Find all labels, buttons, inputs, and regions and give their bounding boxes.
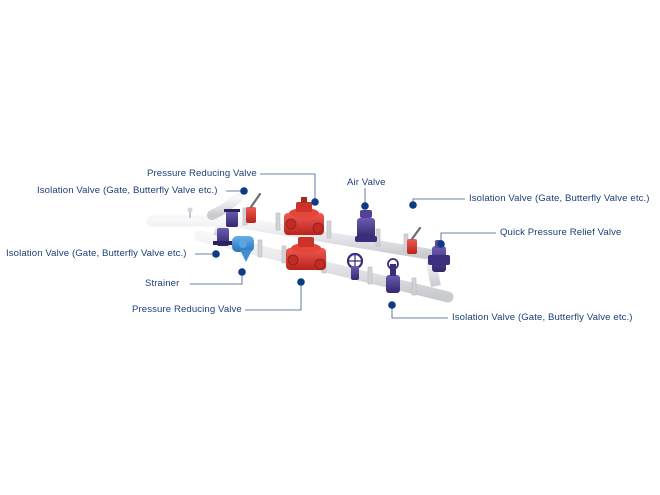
label-isolation-valve-top-left: Isolation Valve (Gate, Butterfly Valve e… — [37, 185, 218, 196]
callout-dot-strainer — [238, 268, 246, 276]
callout-dot-iso-bottom-right — [388, 301, 396, 309]
label-isolation-valve-bottom-right: Isolation Valve (Gate, Butterfly Valve e… — [452, 312, 633, 323]
callout-dot-iso-top-left — [240, 187, 248, 195]
callout-dots — [212, 187, 445, 309]
lower-isolation-valve-right — [386, 258, 400, 293]
air-valve — [355, 210, 377, 242]
upper-pressure-reducing-valve — [284, 197, 324, 235]
callout-dot-air-valve — [361, 202, 369, 210]
lower-isolation-valve-left — [213, 228, 233, 246]
callout-dot-prv-bottom — [297, 278, 305, 286]
callout-dot-prv-top — [311, 198, 319, 206]
label-isolation-valve-top-right: Isolation Valve (Gate, Butterfly Valve e… — [469, 193, 650, 204]
label-pressure-reducing-valve-bottom: Pressure Reducing Valve — [132, 304, 242, 315]
upper-isolation-valve-left — [224, 209, 240, 227]
upper-isolation-valve-right — [407, 226, 422, 254]
upper-gate-valve-red — [246, 192, 262, 223]
label-quick-pressure-relief-valve: Quick Pressure Relief Valve — [500, 227, 622, 238]
inlet-elbow — [207, 193, 243, 220]
callout-dot-iso-top-right — [409, 201, 417, 209]
label-isolation-valve-mid-left: Isolation Valve (Gate, Butterfly Valve e… — [6, 248, 187, 259]
callout-dot-iso-mid-left — [212, 250, 220, 258]
label-air-valve: Air Valve — [347, 177, 386, 188]
label-strainer: Strainer — [145, 278, 180, 289]
callout-dot-quick-relief — [437, 240, 445, 248]
label-pressure-reducing-valve-top: Pressure Reducing Valve — [147, 168, 257, 179]
lower-pressure-reducing-valve — [286, 237, 326, 270]
strainer — [232, 236, 254, 262]
quick-pressure-relief-valve — [428, 240, 450, 272]
lower-gate-valve-handwheel — [346, 252, 364, 280]
